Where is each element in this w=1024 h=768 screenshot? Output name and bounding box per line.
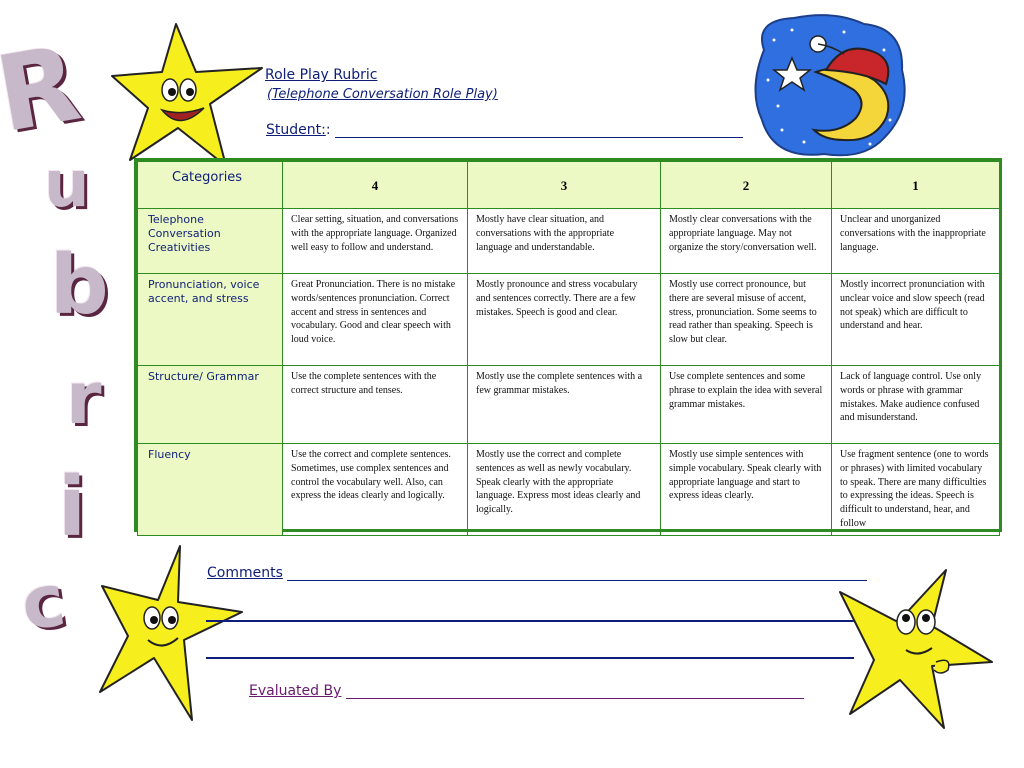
table-row: Structure/ Grammar Use the complete sent… (137, 365, 1000, 444)
table-row: Fluency Use the correct and complete sen… (137, 443, 1000, 536)
score-2-cell: Mostly use correct pronounce, but there … (660, 273, 832, 366)
score-2-cell: Mostly clear conversations with the appr… (660, 208, 832, 274)
evaluated-by-field[interactable]: Evaluated By (249, 683, 804, 699)
score-4-cell: Clear setting, situation, and conversati… (282, 208, 468, 274)
column-header-3: 3 (467, 161, 661, 209)
table-row: Telephone Conversation Creativities Clea… (137, 208, 1000, 274)
comments-line-3[interactable] (206, 657, 854, 659)
column-header-1: 1 (831, 161, 1000, 209)
rubric-letter-u: u (44, 148, 90, 222)
looking-star-icon (99, 545, 243, 721)
comments-line-1[interactable] (287, 580, 868, 581)
score-1-cell: Mostly incorrect pronunciation with uncl… (831, 273, 1000, 366)
score-1-cell: Lack of language control. Use only words… (831, 365, 1000, 444)
rubric-letter-r2: r (66, 356, 102, 440)
student-suffix: : (325, 122, 331, 138)
rubric-letter-c: c (16, 557, 71, 647)
comments-line-2[interactable] (206, 620, 854, 622)
score-3-cell: Mostly use the correct and complete sent… (467, 443, 661, 536)
category-cell: Structure/ Grammar (137, 365, 283, 444)
column-header-2: 2 (660, 161, 832, 209)
category-cell: Pronunciation, voice accent, and stress (137, 273, 283, 366)
student-name-line[interactable] (335, 137, 743, 138)
score-4-cell: Use the complete sentences with the corr… (282, 365, 468, 444)
column-header-4: 4 (282, 161, 468, 209)
comments-field[interactable]: Comments (207, 565, 868, 581)
score-3-cell: Mostly use the complete sentences with a… (467, 365, 661, 444)
score-2-cell: Use complete sentences and some phrase t… (660, 365, 832, 444)
score-3-cell: Mostly have clear situation, and convers… (467, 208, 661, 274)
evaluated-by-label: Evaluated By (249, 683, 342, 699)
evaluated-by-line[interactable] (345, 698, 804, 699)
rubric-table: Categories 4 3 2 1 Telephone Conversatio… (134, 158, 1002, 536)
table-row: Pronunciation, voice accent, and stress … (137, 273, 1000, 366)
rubric-letter-b: b (50, 238, 109, 333)
smiling-star-icon (111, 23, 263, 167)
score-1-cell: Unclear and unorganized conversations wi… (831, 208, 1000, 274)
student-label: Student: (266, 122, 326, 138)
rubric-letter-i: i (58, 460, 87, 555)
score-2-cell: Mostly use simple sentences with simple … (660, 443, 832, 536)
category-cell: Telephone Conversation Creativities (137, 208, 283, 274)
student-field[interactable]: Student:: (266, 122, 743, 138)
score-3-cell: Mostly pronounce and stress vocabulary a… (467, 273, 661, 366)
moon-with-nightcap-icon (754, 14, 906, 157)
comments-label: Comments (207, 565, 283, 581)
rubric-letter-r: R (0, 21, 89, 157)
thinking-star-icon (839, 569, 993, 729)
score-1-cell: Use fragment sentence (one to words or p… (831, 443, 1000, 536)
score-4-cell: Use the correct and complete sentences. … (282, 443, 468, 536)
category-cell: Fluency (137, 443, 283, 536)
page-title: Role Play Rubric (265, 67, 378, 83)
score-4-cell: Great Pronunciation. There is no mistake… (282, 273, 468, 366)
table-header-row: Categories 4 3 2 1 (137, 161, 1000, 209)
column-header-categories: Categories (137, 161, 283, 209)
page-subtitle: (Telephone Conversation Role Play) (267, 87, 498, 102)
